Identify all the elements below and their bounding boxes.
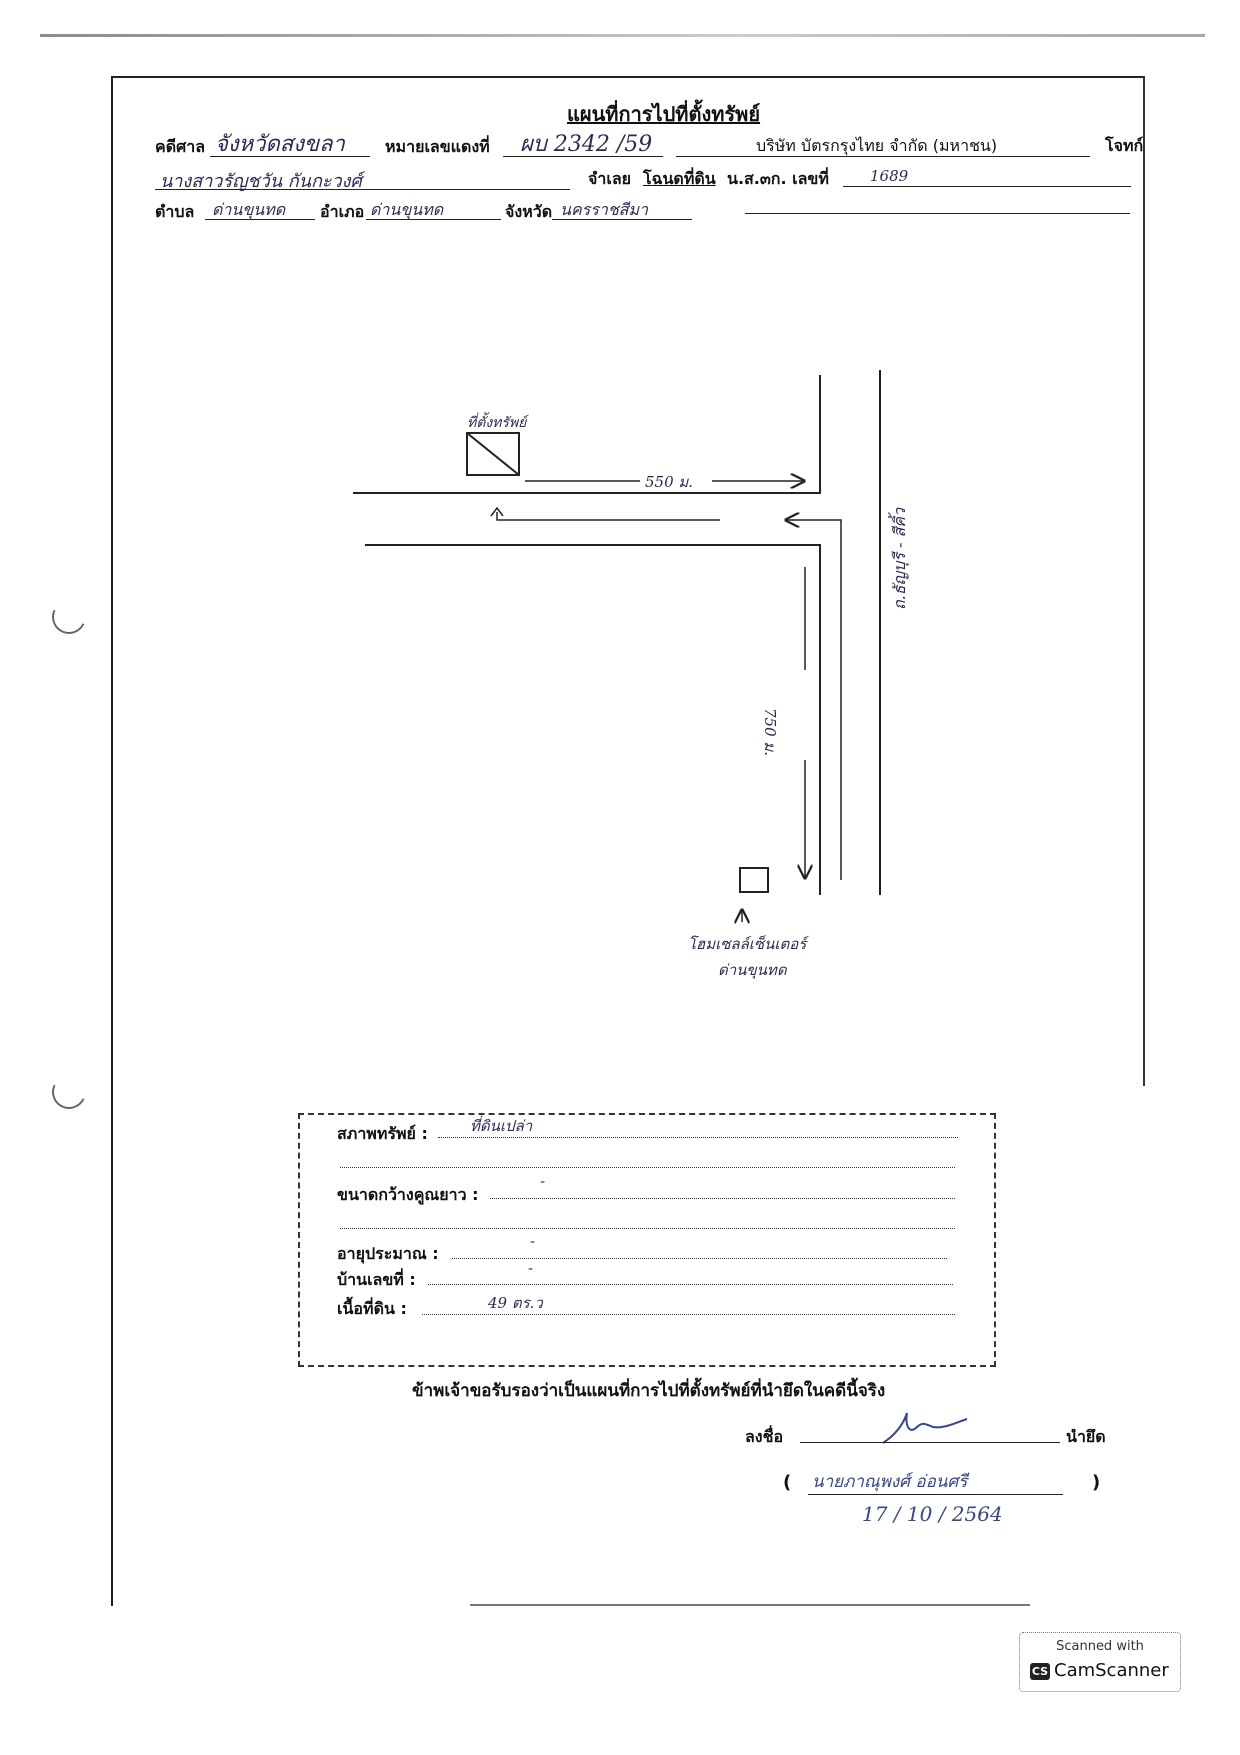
deed-number-label: น.ส.๓ก. เลขที่ (727, 169, 829, 188)
defendant-label: จำเลย (588, 169, 632, 188)
court-underline (210, 156, 370, 157)
property-location-label: ที่ตั้งทรัพย์ (467, 415, 527, 431)
road-lines (353, 370, 881, 895)
distance-label-side: 750 ม. (761, 708, 779, 757)
signature-underline (800, 1442, 1060, 1443)
case-number-underline (503, 156, 663, 157)
age-dotted-line (452, 1258, 947, 1259)
route-arrow-west (496, 512, 720, 521)
defendant-name: นางสาวรัญชวัน กันกะวงศ์ (160, 171, 362, 192)
subdistrict-label: ตำบล (155, 202, 195, 221)
extra-underline (745, 213, 1130, 214)
deed-number-value: 1689 (870, 167, 909, 185)
signature-date: 17 / 10 / 2564 (862, 1502, 1003, 1526)
signature-label: ลงชื่อ (745, 1427, 784, 1446)
condition-dotted-line (438, 1137, 958, 1138)
landmark-name: โฮมเซลล์เซ็นเตอร์ (688, 935, 807, 953)
road-name-label: ถ.ธัญบุรี - สีคิ้ว (890, 508, 909, 610)
district-label: อำเภอ (320, 202, 365, 221)
condition-dotted-line-2 (340, 1167, 955, 1168)
camscanner-logo-icon: CS (1030, 1663, 1050, 1680)
size-dotted-line-2 (340, 1228, 955, 1229)
signer-name-underline (808, 1494, 1063, 1495)
property-parcel-icon (466, 432, 520, 476)
condition-value: ที่ดินเปล่า (470, 1117, 533, 1135)
camscanner-watermark: Scanned with CS CamScanner (1019, 1632, 1181, 1692)
case-number-value: ผบ 2342 /59 (520, 132, 653, 157)
court-label: คดีศาล (155, 137, 206, 156)
road-upper-edge (353, 375, 821, 494)
open-parenthesis: ( (783, 1472, 792, 1493)
province-label: จังหวัด (505, 202, 553, 221)
deed-number-underline (843, 186, 1131, 187)
landmark-district: ด่านขุนทด (718, 961, 787, 979)
watermark-brand: CamScanner (1054, 1660, 1169, 1681)
area-value: 49 ตร.ว (488, 1294, 543, 1312)
district-value: ด่านขุนทด (370, 200, 444, 219)
court-value: จังหวัดสงขลา (215, 132, 345, 157)
page-border-top (111, 76, 1145, 78)
age-value: - (530, 1232, 536, 1250)
area-dotted-line (422, 1314, 955, 1315)
route-arrow-turn (786, 520, 842, 880)
distance-label-top: 550 ม. (645, 473, 694, 491)
deed-type: โฉนดที่ดิน (643, 169, 716, 188)
house-number-label: บ้านเลขที่ : (337, 1270, 416, 1289)
size-value: - (540, 1172, 546, 1190)
page-border-bottom (470, 1604, 1030, 1606)
province-value: นครราชสีมา (560, 200, 648, 219)
province-underline (552, 219, 692, 220)
signature-image (882, 1412, 968, 1444)
house-number-dotted-line (428, 1284, 953, 1285)
plaintiff-underline (676, 156, 1090, 157)
subdistrict-underline (205, 219, 315, 220)
age-label: อายุประมาณ : (337, 1244, 439, 1263)
route-arrow-head (490, 506, 504, 517)
watermark-caption: Scanned with (1056, 1639, 1144, 1654)
plaintiff-label: โจทก์ (1105, 136, 1144, 155)
condition-label: สภาพทรัพย์ : (337, 1124, 428, 1143)
house-number-value: - (528, 1259, 534, 1277)
signer-name: นายภาณุพงศ์ อ่อนศรี (812, 1472, 968, 1492)
size-label: ขนาดกว้างคูณยาว : (337, 1185, 479, 1204)
plaintiff-name: บริษัท บัตรกรุงไทย จำกัด (มหาชน) (756, 136, 998, 155)
district-underline (366, 219, 501, 220)
size-dotted-line (490, 1198, 955, 1199)
page-title: แผนที่การไปที่ตั้งทรัพย์ (567, 102, 761, 126)
subdistrict-value: ด่านขุนทด (212, 200, 286, 219)
landmark-icon (739, 867, 769, 893)
case-number-label: หมายเลขแดงที่ (385, 137, 490, 156)
defendant-underline (155, 189, 570, 190)
page-border-right (1143, 76, 1145, 1086)
close-parenthesis: ) (1092, 1472, 1101, 1493)
page-border-left (111, 76, 113, 1606)
area-label: เนื้อที่ดิน : (337, 1299, 407, 1318)
signer-role: นำยึด (1066, 1427, 1106, 1446)
certification-statement: ข้าพเจ้าขอรับรองว่าเป็นแผนที่การไปที่ตั้… (412, 1381, 886, 1401)
scan-edge-line (40, 34, 1205, 37)
road-lower-edge (365, 544, 821, 895)
property-details-box (298, 1113, 996, 1367)
